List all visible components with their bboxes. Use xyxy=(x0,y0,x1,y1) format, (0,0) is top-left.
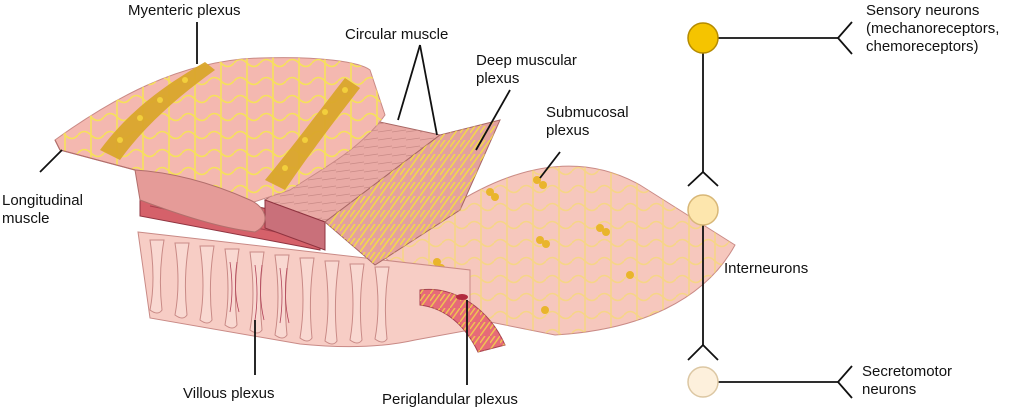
secretomotor-dendrite xyxy=(687,343,719,361)
interneuron-dendrite-top xyxy=(687,170,719,187)
label-myenteric-plexus: Myenteric plexus xyxy=(128,2,241,19)
submucosal-layer xyxy=(384,165,736,336)
longitudinal-leader xyxy=(39,149,63,173)
interneuron-body xyxy=(687,194,719,226)
deep-muscular-leader xyxy=(475,89,511,151)
label-circular-muscle: Circular muscle xyxy=(345,26,449,43)
label-interneurons: Interneurons xyxy=(724,260,809,277)
mucosa-villi xyxy=(137,231,471,348)
circular-muscle-leader-1 xyxy=(397,44,421,121)
label-sensory-neurons: Sensory neurons (mechanoreceptors, chemo… xyxy=(866,2,1000,55)
label-submucosal-plexus: Submucosal plexus xyxy=(546,104,629,139)
neuron-schematic xyxy=(687,21,853,399)
myenteric-ganglia xyxy=(100,62,360,190)
circular-muscle-leader-2 xyxy=(419,44,438,136)
label-longitudinal-muscle: Longitudinal muscle xyxy=(2,192,83,227)
label-secretomotor-neurons: Secretomotor neurons xyxy=(862,363,953,398)
periglandular-layer xyxy=(419,288,506,353)
label-deep-muscular-plexus: Deep muscular plexus xyxy=(476,52,577,87)
deep-muscular-plexus-layer xyxy=(324,119,501,266)
leader-lines xyxy=(39,22,561,385)
secretomotor-terminal xyxy=(836,365,853,399)
secretomotor-neuron-body xyxy=(687,366,719,398)
sensory-terminal xyxy=(836,21,853,55)
submucosal-leader xyxy=(539,151,561,179)
circular-muscle-layer xyxy=(263,121,442,251)
longitudinal-muscle-layer xyxy=(54,57,386,233)
label-periglandular-plexus: Periglandular plexus xyxy=(382,391,518,408)
sensory-neuron-body xyxy=(687,22,719,54)
submucosal-ganglia xyxy=(433,176,634,314)
label-villous-plexus: Villous plexus xyxy=(183,385,275,402)
